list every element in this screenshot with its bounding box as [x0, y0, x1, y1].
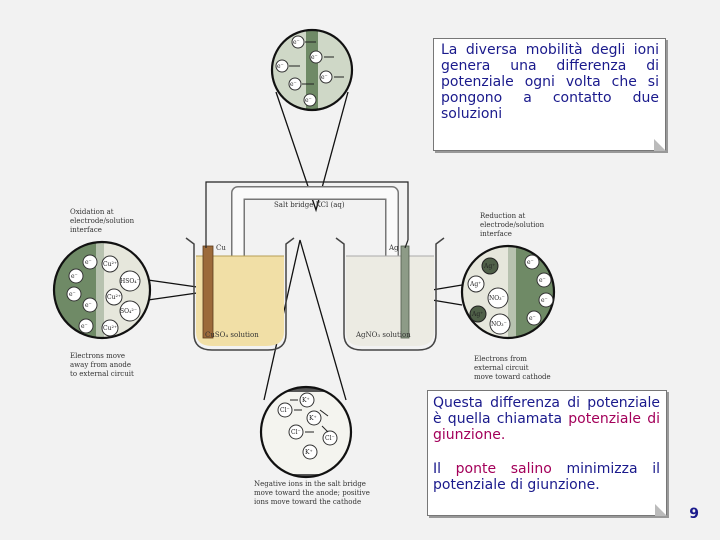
svg-text:move toward the anode; positiv: move toward the anode; positive [254, 489, 370, 497]
salt-bridge-ions: K⁺ Cl⁻ K⁺ Cl⁻ Cl⁻ K⁺ [277, 392, 338, 460]
svg-text:K⁺: K⁺ [305, 449, 313, 456]
svg-text:e⁻: e⁻ [81, 323, 88, 330]
left-electrode-label: Cu [216, 244, 226, 252]
svg-text:move toward cathode: move toward cathode [474, 373, 551, 381]
svg-text:Electrons from: Electrons from [474, 355, 527, 363]
left-bottom-caption: Electrons move away from anode to extern… [70, 352, 134, 378]
left-zoom-circle: e⁻ Cu²⁺ e⁻ HSO₄⁻ e⁻ Cu²⁺ e⁻ SO₄²⁻ e⁻ Cu²… [52, 240, 152, 340]
svg-text:Cu²⁺: Cu²⁺ [103, 261, 117, 268]
junction-highlight: potenziale di giunzione. [433, 411, 660, 443]
svg-text:Cl⁻: Cl⁻ [280, 407, 290, 414]
svg-text:Cl⁻: Cl⁻ [325, 435, 335, 442]
svg-text:electrode/solution: electrode/solution [70, 217, 135, 225]
note-fold-corner [655, 504, 667, 516]
svg-text:e⁻: e⁻ [71, 273, 78, 280]
svg-text:e⁻: e⁻ [311, 54, 318, 61]
junction-text: Questa differenza di potenziale è quella… [433, 395, 660, 427]
salt-bridge-text-b: minimizza il potenziale di giunzione. [433, 461, 661, 493]
svg-text:Ag⁺: Ag⁺ [469, 281, 481, 288]
junction-potential-paragraph: Questa differenza di potenziale è quella… [433, 395, 660, 443]
right-electrode-label: Ag [388, 244, 399, 252]
svg-text:e⁻: e⁻ [69, 291, 76, 298]
svg-text:K⁺: K⁺ [309, 415, 317, 422]
svg-text:Ag⁺: Ag⁺ [471, 311, 483, 318]
left-beaker [185, 237, 295, 351]
left-solution-label: CuSO₄ solution [205, 331, 259, 339]
svg-text:HSO₄⁻: HSO₄⁻ [120, 278, 140, 285]
svg-text:e⁻: e⁻ [277, 63, 284, 70]
right-beaker [335, 237, 445, 351]
svg-text:e⁻: e⁻ [541, 297, 548, 304]
top-note-box: La diversa mobilità degli ioni genera un… [433, 38, 666, 151]
svg-text:Reduction at: Reduction at [480, 212, 525, 220]
svg-text:e⁻: e⁻ [529, 315, 536, 322]
bottom-caption: Negative ions in the salt bridge move to… [254, 480, 370, 506]
salt-bridge-highlight: ponte salino [455, 461, 552, 477]
left-top-caption: Oxidation at electrode/solution interfac… [70, 208, 135, 234]
svg-text:external circuit: external circuit [474, 364, 529, 372]
svg-text:e⁻: e⁻ [539, 277, 546, 284]
svg-text:ions move toward the cathode: ions move toward the cathode [254, 498, 361, 506]
salt-bridge-text-a: Il [433, 461, 456, 477]
connector-lines [147, 91, 463, 401]
cathode-ions: Ag⁺ e⁻ Ag⁺ e⁻ NO₃⁻ e⁻ Ag⁺ e⁻ NO₃⁻ [467, 254, 554, 335]
salt-bridge [205, 181, 409, 310]
anode-ions: e⁻ Cu²⁺ e⁻ HSO₄⁻ e⁻ Cu²⁺ e⁻ SO₄²⁻ e⁻ Cu²… [66, 254, 141, 337]
svg-text:Oxidation at: Oxidation at [70, 208, 114, 216]
svg-text:Ag⁺: Ag⁺ [483, 263, 495, 270]
svg-text:e⁻: e⁻ [85, 302, 92, 309]
note-fold-corner [654, 139, 666, 151]
svg-text:Cu²⁺: Cu²⁺ [103, 325, 117, 332]
svg-text:NO₃⁻: NO₃⁻ [489, 295, 505, 302]
electron-markers: e⁻ e⁻ e⁻ e⁻ e⁻ e⁻ [275, 35, 333, 107]
page-number: 9 [689, 506, 699, 522]
svg-text:e⁻: e⁻ [290, 81, 297, 88]
svg-text:Cu²⁺: Cu²⁺ [107, 294, 121, 301]
svg-text:K⁺: K⁺ [302, 397, 310, 404]
bottom-note-box: Questa differenza di potenziale è quella… [427, 390, 667, 516]
svg-text:SO₄²⁻: SO₄²⁻ [120, 308, 137, 315]
svg-text:away from anode: away from anode [70, 361, 131, 369]
svg-text:Electrons move: Electrons move [70, 352, 125, 360]
svg-text:Cl⁻: Cl⁻ [291, 429, 301, 436]
svg-text:to external circuit: to external circuit [70, 370, 134, 378]
svg-text:interface: interface [480, 230, 512, 238]
svg-text:e⁻: e⁻ [293, 39, 300, 46]
svg-text:e⁻: e⁻ [321, 74, 328, 81]
salt-bridge-label: Salt bridge KCl (aq) [274, 201, 345, 209]
svg-text:e⁻: e⁻ [85, 259, 92, 266]
right-top-caption: Reduction at electrode/solution interfac… [480, 212, 545, 238]
salt-bridge-paragraph: Il ponte salino minimizza il potenziale … [433, 461, 660, 493]
right-zoom-circle: Ag⁺ e⁻ Ag⁺ e⁻ NO₃⁻ e⁻ Ag⁺ e⁻ NO₃⁻ [460, 244, 556, 340]
svg-text:electrode/solution: electrode/solution [480, 221, 545, 229]
right-solution-label: AgNO₃ solution [355, 331, 411, 339]
svg-text:e⁻: e⁻ [527, 259, 534, 266]
svg-text:e⁻: e⁻ [305, 97, 312, 104]
bottom-zoom-circle: K⁺ Cl⁻ K⁺ Cl⁻ Cl⁻ K⁺ [259, 385, 353, 479]
svg-text:NO₃⁻: NO₃⁻ [491, 321, 507, 328]
svg-text:Negative ions in the salt brid: Negative ions in the salt bridge [254, 480, 366, 488]
right-bottom-caption: Electrons from external circuit move tow… [474, 355, 551, 381]
svg-text:interface: interface [70, 226, 102, 234]
top-note-text: La diversa mobilità degli ioni genera un… [441, 42, 659, 122]
top-zoom-circle: e⁻ e⁻ e⁻ e⁻ e⁻ e⁻ [270, 28, 354, 112]
